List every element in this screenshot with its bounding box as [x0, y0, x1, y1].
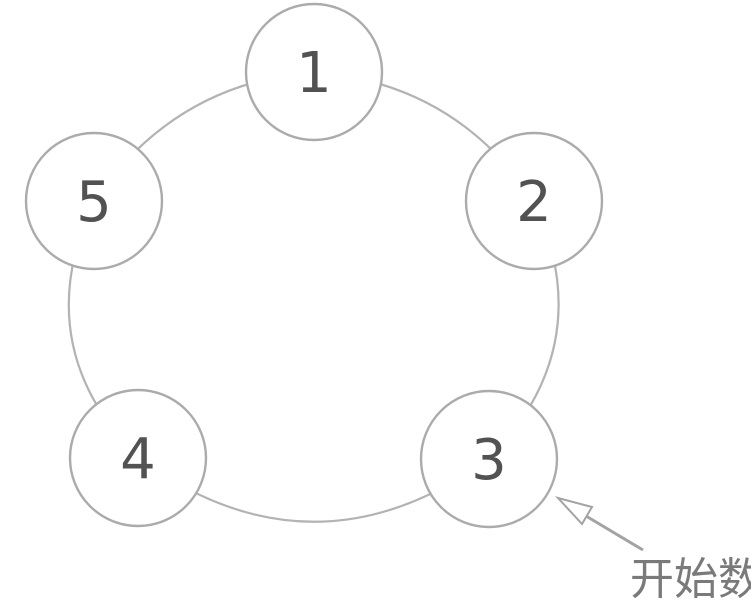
node-2: 2: [464, 131, 604, 271]
node-2-circle: [464, 131, 604, 271]
node-3-circle: [419, 389, 559, 529]
node-3-label: 3: [471, 428, 507, 493]
node-2-label: 2: [516, 170, 552, 235]
node-5: 5: [24, 131, 164, 271]
start-annotation: 开始数: [554, 496, 751, 603]
node-5-circle: [24, 131, 164, 271]
node-1-label: 1: [296, 41, 332, 106]
node-4-circle: [68, 388, 208, 528]
node-4: 4: [68, 388, 208, 528]
node-4-label: 4: [120, 427, 156, 492]
arrowhead-icon: [554, 496, 594, 526]
arrow-shaft: [585, 514, 644, 552]
ring-path: [67, 70, 560, 523]
node-3: 3: [419, 389, 559, 529]
node-1-circle: [244, 2, 384, 142]
node-1: 1: [244, 2, 384, 142]
annotation-label: 开始数: [630, 554, 751, 603]
node-5-label: 5: [76, 170, 112, 235]
